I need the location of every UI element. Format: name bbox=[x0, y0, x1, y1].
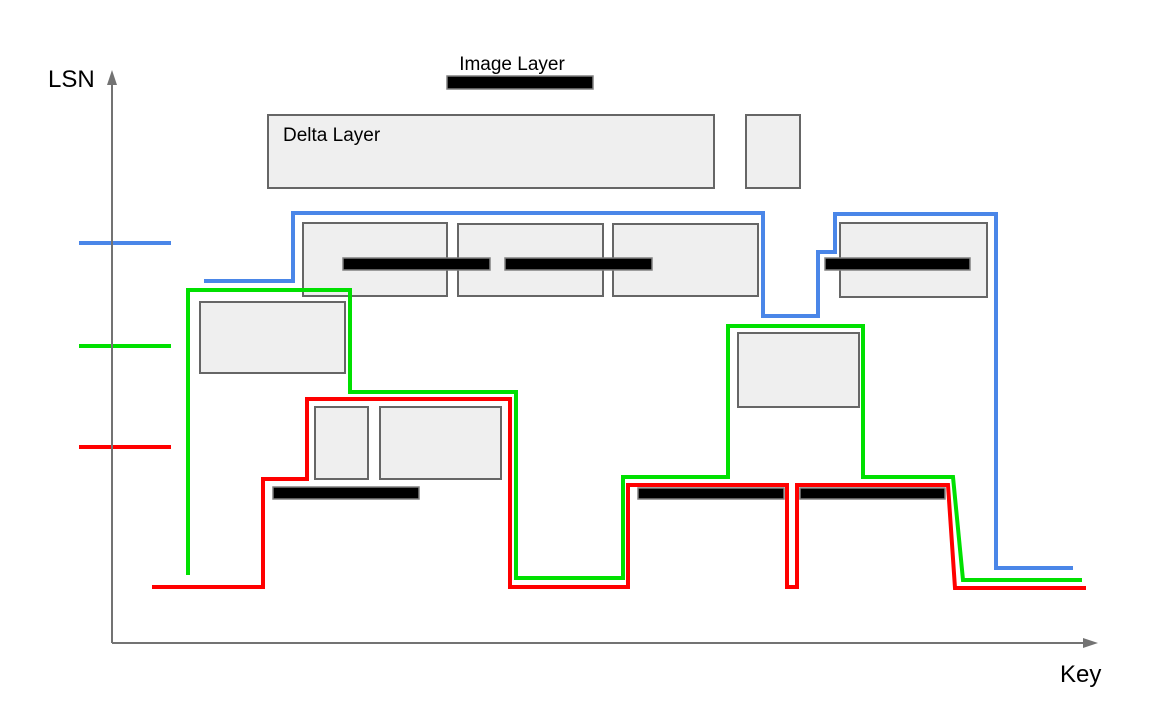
image-layer-bar-3 bbox=[824, 257, 971, 271]
delta-layer-label: Delta Layer bbox=[283, 125, 381, 146]
key-axis-arrow-icon bbox=[1083, 638, 1098, 648]
green-branch-line bbox=[186, 288, 1082, 582]
lsn-ticks-group bbox=[79, 241, 171, 449]
delta-layer-small-2 bbox=[379, 406, 502, 480]
delta-layer-rects-group bbox=[199, 114, 988, 480]
key-axis-label: Key bbox=[1060, 661, 1101, 688]
delta-layer-mid-right bbox=[737, 332, 860, 408]
image-layer-bar-6 bbox=[799, 487, 946, 500]
blue-branch-line bbox=[204, 211, 1073, 570]
axes-group bbox=[107, 70, 1098, 648]
delta-layer-left-mid bbox=[199, 301, 346, 374]
delta-layer-small-1 bbox=[314, 406, 369, 480]
image-layer-legend-label: Image Layer bbox=[459, 54, 565, 75]
branch-lines-group bbox=[152, 211, 1086, 590]
lsn-axis-label: LSN bbox=[48, 66, 95, 93]
image-layer-bar-4 bbox=[272, 486, 420, 500]
red-branch-line bbox=[152, 397, 1086, 590]
image-layer-legend-bar bbox=[446, 75, 594, 90]
lsn-axis-arrow-icon bbox=[107, 70, 117, 85]
image-layer-bar-1 bbox=[342, 257, 491, 271]
image-layer-bar-5 bbox=[637, 487, 785, 500]
image-layer-bar-2 bbox=[504, 257, 653, 271]
delta-layer-labeled bbox=[267, 114, 715, 189]
image-layer-bars-group bbox=[272, 75, 971, 500]
delta-layer-top-small bbox=[745, 114, 801, 189]
